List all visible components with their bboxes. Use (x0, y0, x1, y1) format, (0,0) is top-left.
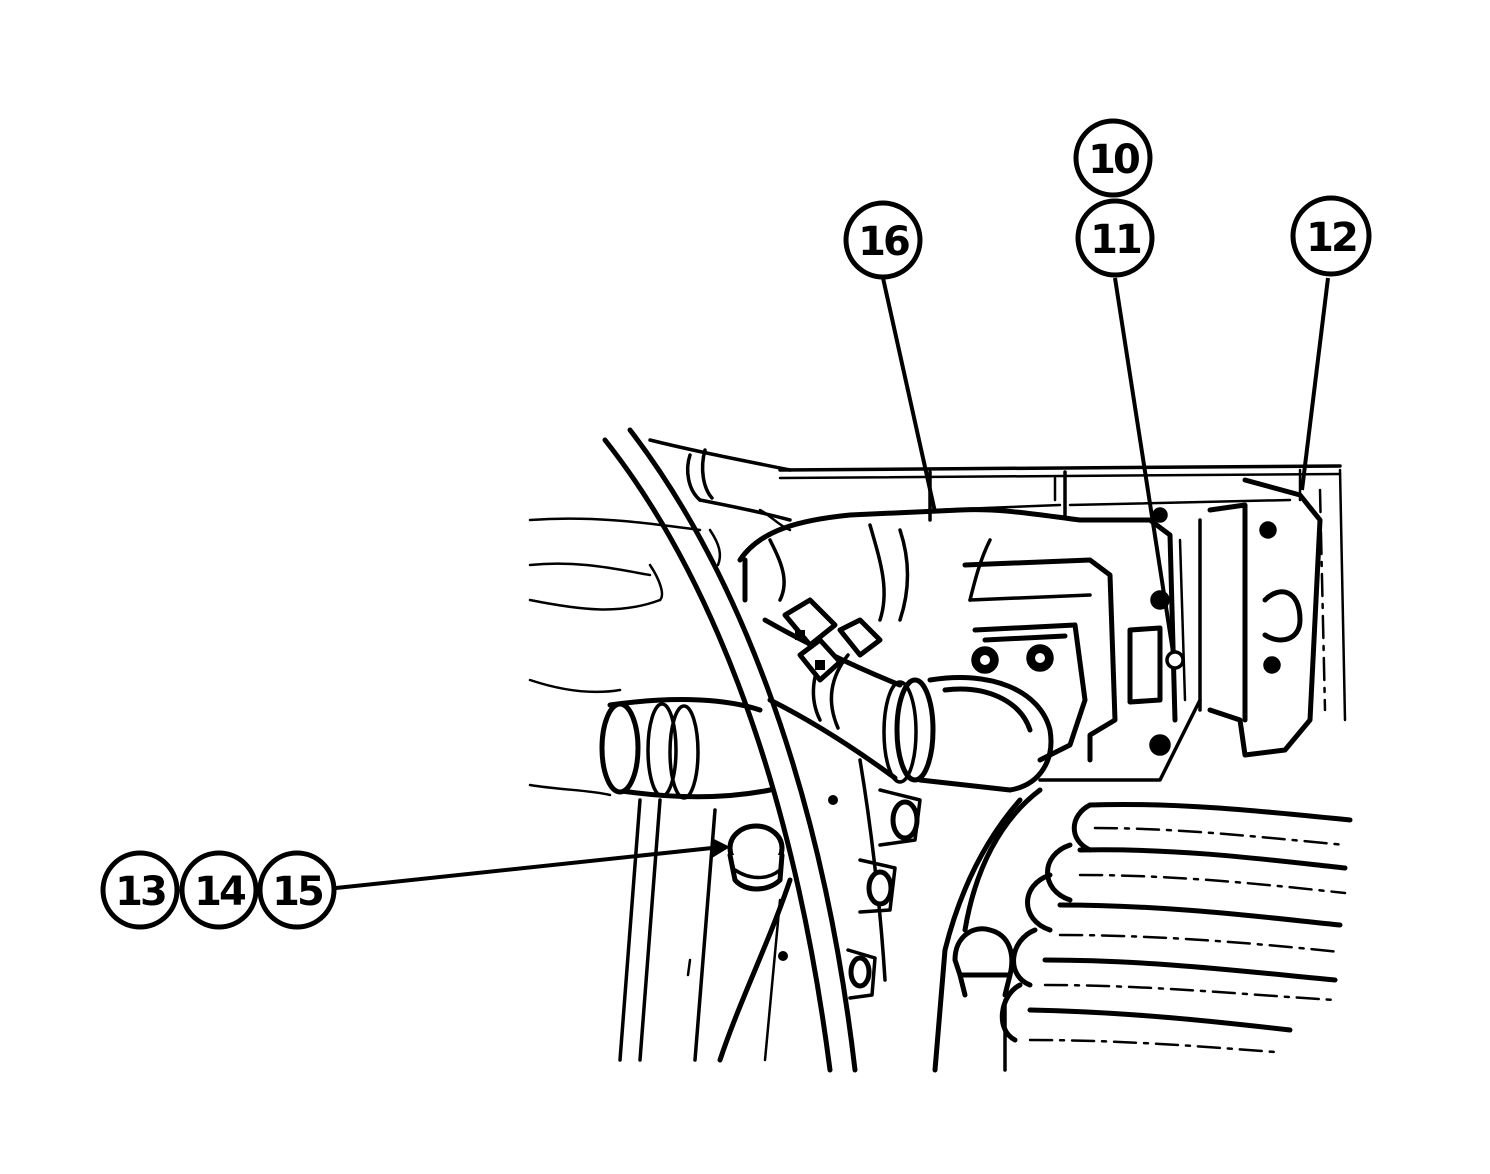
left-frame-uprights (618, 798, 793, 1063)
leader-10-11 (1113, 277, 1175, 653)
bracket-bolts (1149, 507, 1185, 756)
leader-16 (881, 277, 937, 513)
lower-left-hose (599, 697, 773, 800)
callout-15: 15 (257, 850, 337, 930)
lower-support-bracket (778, 758, 922, 1000)
left-background-hoses (528, 517, 722, 797)
callout-14: 14 (179, 850, 259, 930)
leader-12 (1300, 277, 1330, 491)
cooler-fins (932, 787, 1353, 1073)
callout-16: 16 (843, 200, 923, 280)
leader-13-14-15 (335, 846, 713, 890)
callout-16-label: 16 (858, 219, 909, 265)
drain-plug (727, 823, 785, 892)
callout-11-label: 11 (1090, 217, 1141, 263)
callout-10-label: 10 (1088, 137, 1139, 183)
callout-15-label: 15 (272, 869, 323, 915)
elbow-fitting (882, 622, 1088, 793)
right-bracket-plate (1198, 468, 1347, 758)
callout-13-label: 13 (115, 869, 165, 915)
callout-13: 13 (100, 850, 180, 930)
callout-11: 11 (1075, 198, 1155, 278)
connecting-hose (762, 617, 903, 781)
callout-14-label: 14 (194, 869, 245, 915)
central-housing (737, 507, 1202, 782)
leader-13-14-15-arrowhead (712, 838, 730, 858)
callout-12-label: 12 (1306, 215, 1356, 261)
callout-12: 12 (1290, 195, 1372, 277)
callouts: 10 11 12 13 14 15 16 (100, 118, 1372, 930)
lower-knob (952, 926, 1015, 998)
hose-clamps (782, 597, 883, 683)
leader-lines (335, 277, 1330, 890)
line-art (528, 427, 1353, 1073)
main-curved-tube (602, 427, 858, 1073)
callout-10: 10 (1073, 118, 1153, 198)
